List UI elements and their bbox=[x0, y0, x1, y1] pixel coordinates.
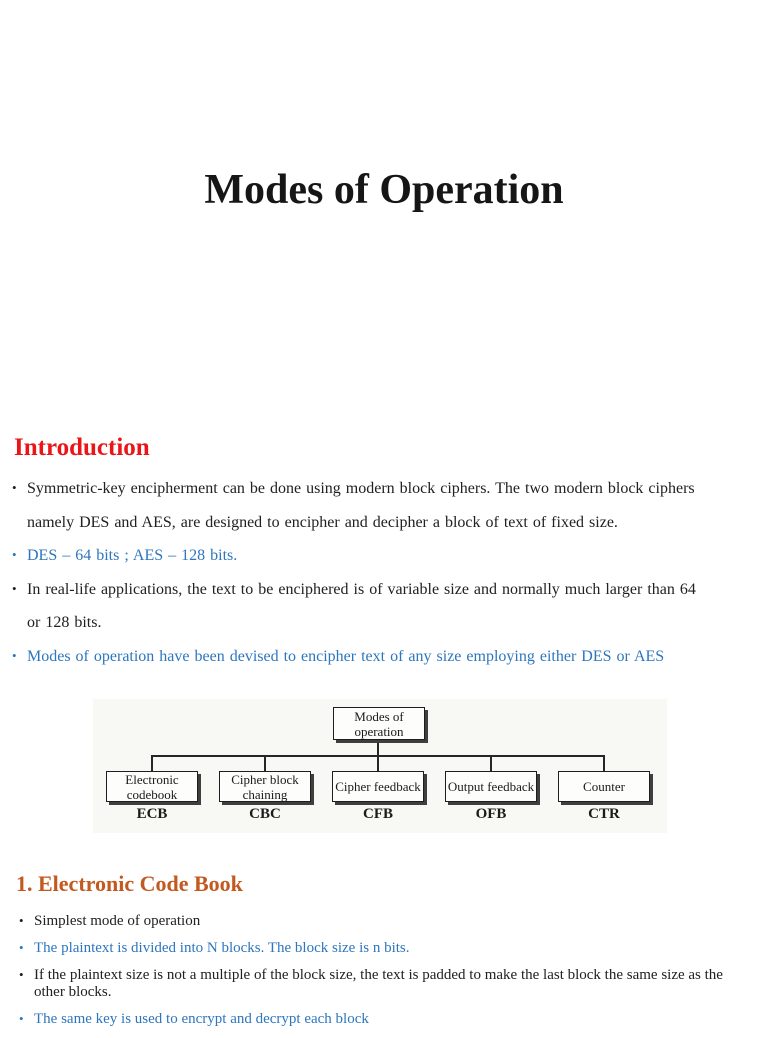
bullet-text: Symmetric-key encipherment can be done u… bbox=[27, 480, 695, 531]
connector-line bbox=[377, 739, 379, 756]
diagram-acronym-ecb: ECB bbox=[136, 806, 168, 822]
page-title: Modes of Operation bbox=[204, 167, 564, 213]
diagram-box-ctr: Counter bbox=[558, 771, 650, 802]
bullet-item: The same key is used to encrypt and decr… bbox=[19, 1010, 728, 1028]
bullet-text: If the plaintext size is not a multiple … bbox=[34, 967, 723, 1000]
introduction-bullet-list: Symmetric-key encipherment can be done u… bbox=[12, 471, 708, 674]
bullet-text: Simplest mode of operation bbox=[34, 913, 201, 929]
diagram-acronym-ctr: CTR bbox=[588, 806, 620, 822]
diagram-acronym-ofb: OFB bbox=[475, 806, 507, 822]
bullet-text: DES – 64 bits ; AES – 128 bits. bbox=[27, 547, 238, 564]
bullet-text: The same key is used to encrypt and decr… bbox=[34, 1011, 369, 1027]
diagram-box-ecb: Electronic codebook bbox=[106, 771, 198, 802]
bullet-item: Symmetric-key encipherment can be done u… bbox=[12, 471, 708, 539]
bullet-text: Modes of operation have been devised to … bbox=[27, 647, 665, 665]
bullet-text: In real-life applications, the text to b… bbox=[27, 580, 696, 632]
connector-line bbox=[377, 756, 379, 772]
ecb-bullet-list: Simplest mode of operation The plaintext… bbox=[19, 912, 728, 1038]
bullet-item: The plaintext is divided into N blocks. … bbox=[19, 939, 728, 957]
diagram-root-box: Modes of operation bbox=[333, 707, 425, 740]
bullet-item: Simplest mode of operation bbox=[19, 912, 728, 930]
diagram-box-ofb: Output feedback bbox=[445, 771, 537, 802]
bullet-item: If the plaintext size is not a multiple … bbox=[19, 966, 728, 1001]
diagram-box-cbc: Cipher block chaining bbox=[219, 771, 311, 802]
section-heading-introduction: Introduction bbox=[14, 434, 150, 461]
diagram-acronym-cfb: CFB bbox=[363, 806, 393, 822]
diagram-acronym-cbc: CBC bbox=[249, 806, 281, 822]
bullet-item: In real-life applications, the text to b… bbox=[12, 572, 708, 640]
bullet-item: Modes of operation have been devised to … bbox=[12, 639, 708, 674]
connector-line bbox=[151, 756, 153, 772]
diagram-box-cfb: Cipher feedback bbox=[332, 771, 424, 802]
section-heading-ecb: 1. Electronic Code Book bbox=[16, 871, 243, 896]
connector-line bbox=[264, 756, 266, 772]
connector-line bbox=[603, 756, 605, 772]
bullet-item: DES – 64 bits ; AES – 128 bits. bbox=[12, 538, 708, 573]
connector-line bbox=[490, 756, 492, 772]
bullet-text: The plaintext is divided into N blocks. … bbox=[34, 940, 410, 956]
